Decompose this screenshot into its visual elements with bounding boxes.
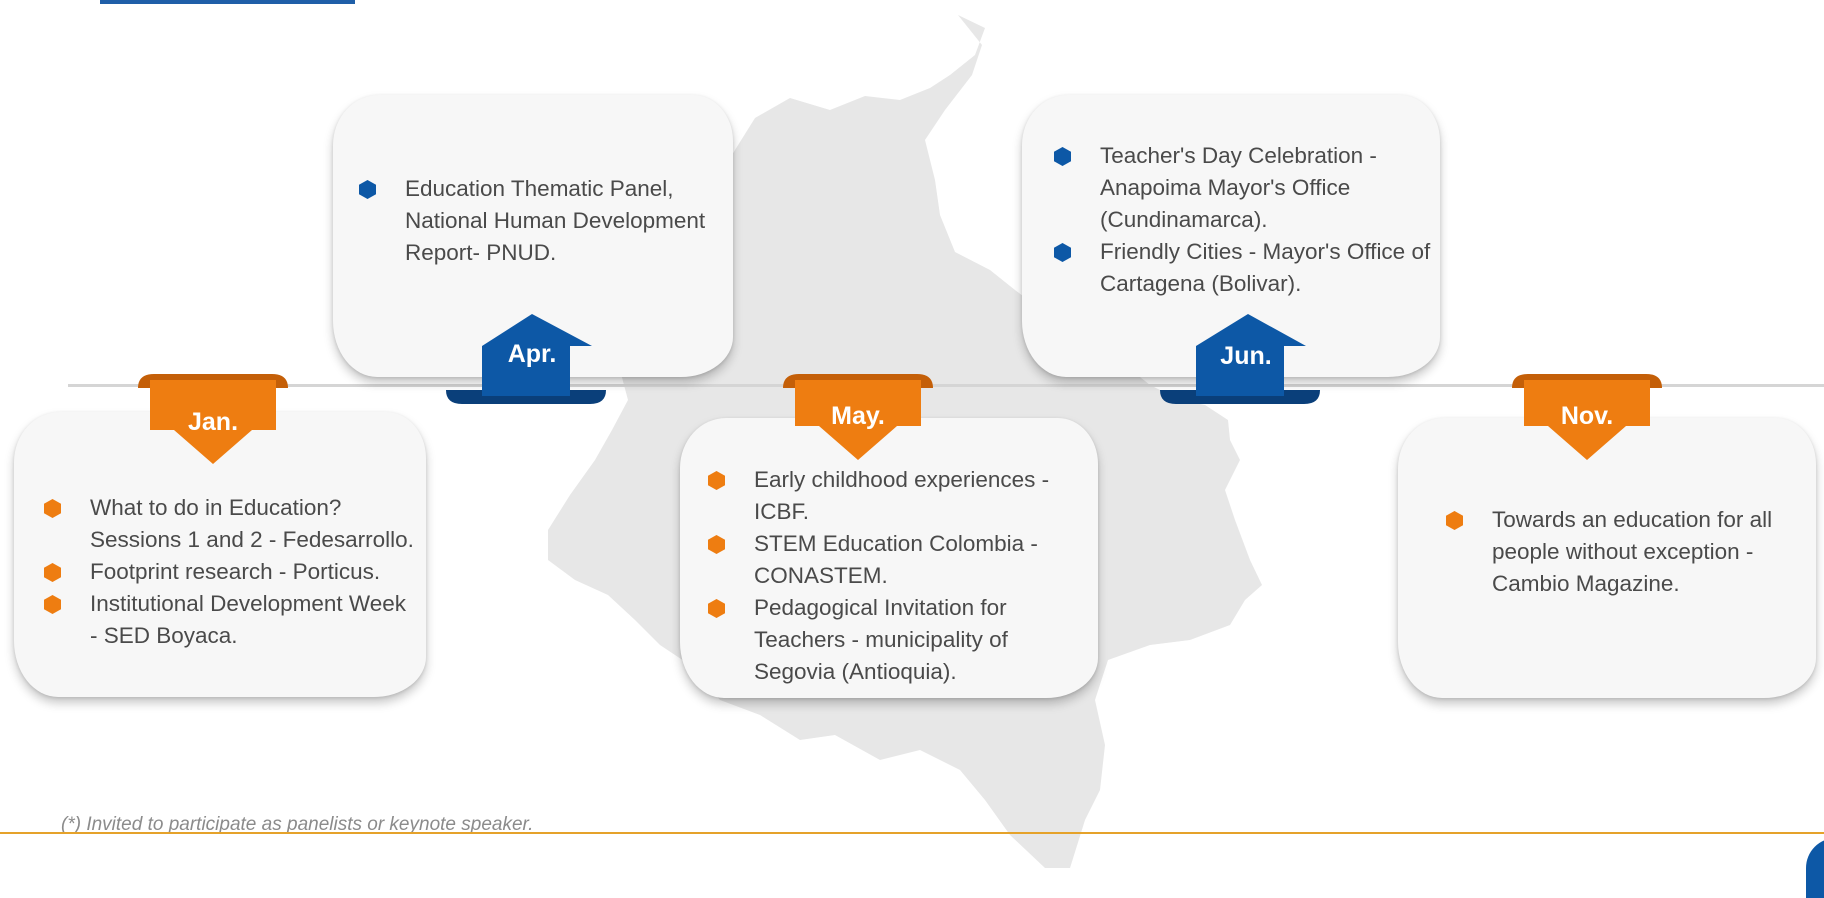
month-label: Nov. — [1560, 402, 1614, 430]
event-card-nov: Towards an education for all people with… — [1398, 418, 1816, 698]
month-badge-jun: Jun. — [1160, 314, 1320, 404]
event-item: Early childhood experiences - ICBF. — [708, 464, 1090, 528]
hexagon-bullet-icon — [44, 595, 61, 614]
event-item: Teacher's Day Celebration - Anapoima May… — [1054, 140, 1434, 236]
month-label: May. — [831, 402, 885, 430]
hexagon-bullet-icon — [708, 535, 725, 554]
month-label: Apr. — [507, 340, 557, 368]
hexagon-bullet-icon — [44, 499, 61, 518]
hexagon-bullet-icon — [359, 180, 376, 199]
event-item: Education Thematic Panel, National Human… — [359, 173, 723, 269]
down-arrow-icon — [783, 374, 933, 460]
down-arrow-icon — [1512, 374, 1662, 460]
event-item: Footprint research - Porticus. — [44, 556, 416, 588]
down-arrow-icon — [138, 374, 288, 464]
month-badge-apr: Apr. — [446, 314, 606, 404]
hexagon-bullet-icon — [708, 599, 725, 618]
hexagon-bullet-icon — [708, 471, 725, 490]
month-label: Jun. — [1220, 342, 1272, 370]
event-item: Institutional Development Week - SED Boy… — [44, 588, 416, 652]
up-arrow-icon — [1160, 314, 1320, 404]
up-arrow-icon — [446, 314, 606, 404]
event-item: Pedagogical Invitation for Teachers - mu… — [708, 592, 1090, 688]
event-item: STEM Education Colombia - CONASTEM. — [708, 528, 1090, 592]
event-card-may: Early childhood experiences - ICBF. STEM… — [680, 418, 1098, 698]
month-label: Jan. — [187, 408, 239, 436]
hexagon-bullet-icon — [1054, 147, 1071, 166]
header-accent-rule — [100, 0, 355, 4]
footer-rule — [0, 832, 1824, 834]
event-item: Friendly Cities - Mayor's Office of Cart… — [1054, 236, 1434, 300]
hexagon-bullet-icon — [44, 563, 61, 582]
event-card-jan: What to do in Education? Sessions 1 and … — [14, 412, 426, 697]
month-badge-nov: Nov. — [1512, 374, 1662, 466]
hexagon-bullet-icon — [1446, 511, 1463, 530]
event-item: What to do in Education? Sessions 1 and … — [44, 492, 416, 556]
month-badge-jan: Jan. — [138, 374, 288, 466]
footnote: (*) Invited to participate as panelists … — [61, 814, 534, 835]
event-item: Towards an education for all people with… — [1446, 504, 1810, 600]
month-badge-may: May. — [783, 374, 933, 466]
timeline-axis — [68, 384, 1824, 387]
event-card-jun: Teacher's Day Celebration - Anapoima May… — [1022, 95, 1440, 377]
hexagon-bullet-icon — [1054, 243, 1071, 262]
